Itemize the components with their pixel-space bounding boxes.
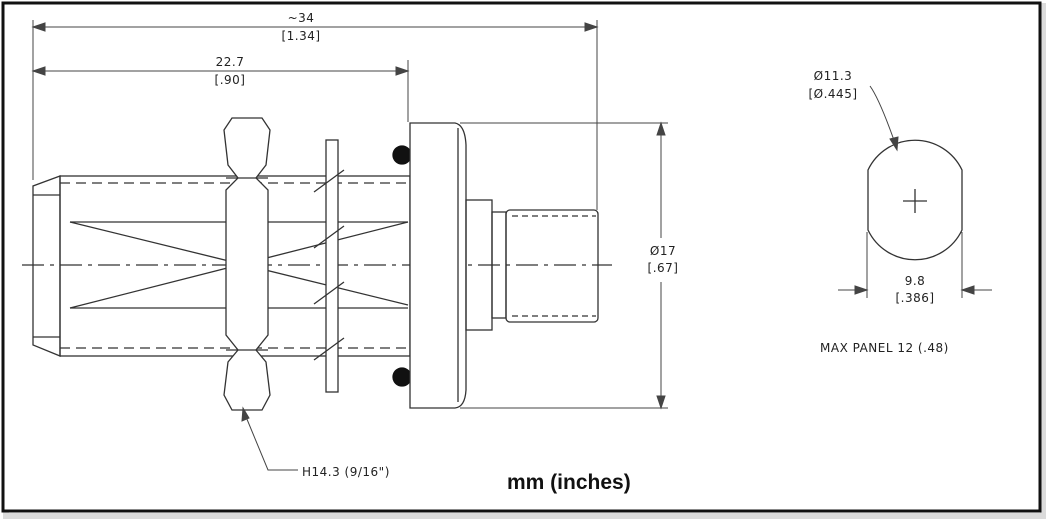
dim-flange-inches: [.67] xyxy=(648,261,679,275)
arrow-overall-right xyxy=(584,22,599,32)
arrow-flat-left xyxy=(854,285,869,295)
dim-flange-value: Ø17 xyxy=(650,244,676,258)
dim-flat-inches: [.386] xyxy=(895,291,934,305)
hex-nut xyxy=(223,117,271,411)
units-note: mm (inches) xyxy=(507,471,631,494)
dim-overall-inches: [1.34] xyxy=(281,29,320,43)
panel-cutout-view xyxy=(867,139,963,261)
arrow-flange-bottom xyxy=(656,395,666,410)
dim-cutout-value: Ø11.3 xyxy=(814,69,853,83)
cutout-leader-arrow xyxy=(889,136,899,152)
front-connector xyxy=(505,209,599,323)
arrow-flat-right xyxy=(960,285,975,295)
o-ring-top xyxy=(392,145,412,165)
hex-leader-arrow xyxy=(241,406,250,422)
o-ring-bottom xyxy=(392,367,412,387)
hex-callout-label: H14.3 (9/16") xyxy=(302,465,390,479)
dimension-lines xyxy=(31,20,668,471)
connector-side-view xyxy=(22,117,612,411)
frame-border xyxy=(1,1,1042,513)
arrow-length-right xyxy=(395,66,410,76)
dim-flat-value: 9.8 xyxy=(905,274,926,288)
hex-leader-line xyxy=(243,411,298,471)
arrow-flange-top xyxy=(656,121,666,136)
flange xyxy=(409,122,467,409)
arrow-overall-left xyxy=(31,22,46,32)
dim-overall-value: ~34 xyxy=(288,11,315,25)
dim-length-value: 22.7 xyxy=(216,55,245,69)
cutout-dimension-lines xyxy=(838,85,992,298)
washer-teeth xyxy=(313,169,345,361)
lock-washer xyxy=(325,139,339,393)
dim-cutout-inches: [Ø.445] xyxy=(808,87,857,101)
dim-length-inches: [.90] xyxy=(215,73,246,87)
arrow-length-left xyxy=(31,66,46,76)
panel-note-label: MAX PANEL 12 (.48) xyxy=(820,341,949,355)
